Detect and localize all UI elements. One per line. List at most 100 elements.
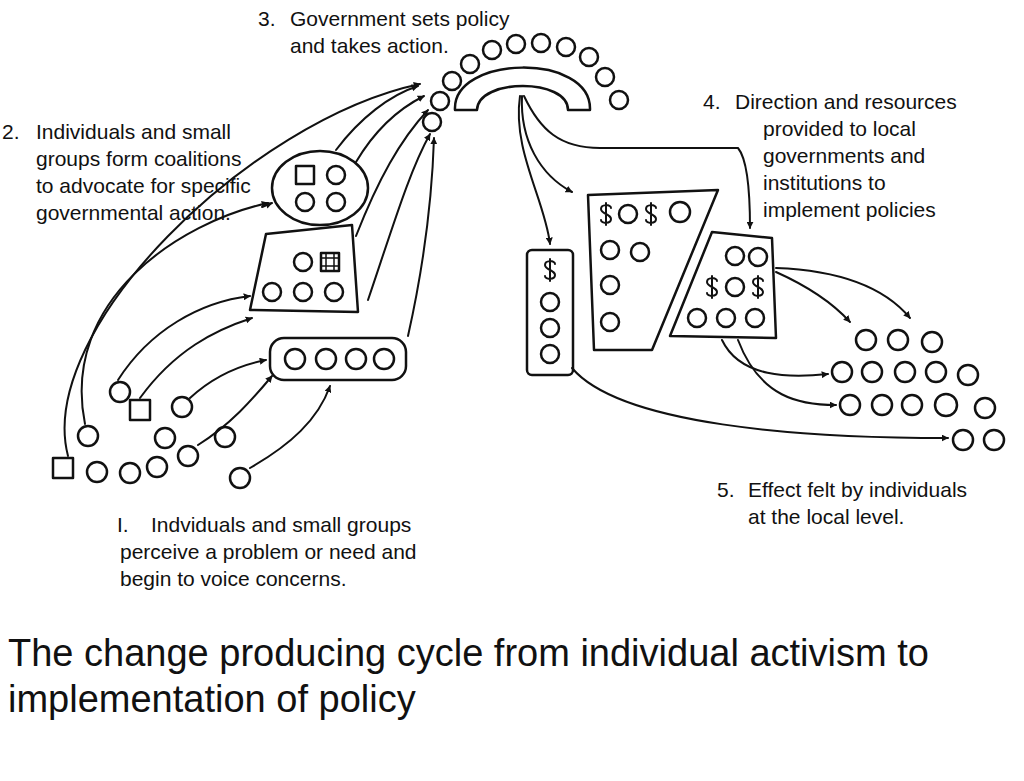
coalition-box: [270, 338, 406, 380]
flow-arrow: [519, 96, 550, 244]
flow-arrow: [524, 96, 750, 228]
person-circle: [541, 319, 559, 337]
person-circle: [296, 193, 314, 211]
coalitions: [250, 151, 406, 380]
flow-arrow: [118, 296, 250, 380]
group-square: [321, 253, 339, 271]
step-text: Individuals and small groups form coalit…: [36, 118, 258, 226]
flow-arrow: [722, 340, 828, 376]
person-circle: [832, 362, 852, 382]
label-slot: 5.: [717, 476, 735, 503]
person-circle: [557, 38, 575, 56]
label-slot: Individuals and small groups form coalit…: [36, 118, 258, 226]
person-circle: [958, 365, 978, 385]
label-slot: 3.: [258, 5, 276, 32]
person-circle: [631, 243, 649, 261]
person-circle: [935, 394, 957, 416]
person-circle: [263, 283, 281, 301]
person-circle: [483, 41, 501, 59]
flow-arrow: [776, 268, 910, 318]
group-square: [130, 400, 150, 420]
person-circle: [178, 446, 198, 466]
coalition-shape: [250, 225, 358, 312]
step-text: Government sets policy and takes action.: [290, 5, 530, 59]
person-circle: [888, 330, 908, 350]
person-circle: [327, 193, 345, 211]
step-number: 3.: [258, 5, 276, 32]
label-slot: Indviduals and small groups perceive a p…: [120, 511, 430, 592]
label-slot: Direction and resources provided to loca…: [763, 88, 975, 223]
label-slot: 4.: [703, 88, 721, 115]
person-circle: [294, 253, 312, 271]
institution-box: [527, 250, 573, 375]
flow-arrow: [250, 386, 330, 468]
flow-arrow: [572, 368, 948, 438]
group-square: [53, 458, 73, 478]
person-circle: [532, 34, 550, 52]
government: [423, 34, 628, 131]
step-number: 4.: [703, 88, 721, 115]
local-individuals: [832, 330, 1004, 450]
flow-arrow: [356, 110, 428, 236]
label-slot: I.: [117, 511, 129, 538]
person-circle: [147, 457, 167, 477]
person-circle: [619, 205, 637, 223]
person-circle: [541, 345, 559, 363]
caption: The change producing cycle from individu…: [8, 630, 1014, 722]
person-circle: [726, 278, 744, 296]
person-circle: [541, 293, 559, 311]
person-circle: [423, 113, 441, 131]
person-circle: [717, 309, 735, 327]
person-circle: [327, 166, 345, 184]
person-circle: [87, 462, 107, 482]
person-circle: [596, 68, 614, 86]
flow-arrow: [262, 203, 272, 207]
flow-arrow: [198, 376, 272, 445]
label-slot: Government sets policy and takes action.: [290, 5, 530, 59]
person-circle: [294, 283, 312, 301]
step-number: I.: [117, 511, 129, 538]
person-circle: [431, 92, 449, 110]
person-circle: [975, 398, 995, 418]
person-circle: [872, 395, 892, 415]
person-circle: [922, 332, 942, 352]
flow-arrow: [140, 318, 252, 398]
flow-arrow: [190, 360, 266, 398]
person-circle: [230, 468, 250, 488]
label-slot: 2.: [2, 118, 20, 145]
person-circle: [749, 248, 767, 266]
flow-arrow: [336, 86, 418, 150]
person-circle: [507, 35, 525, 53]
person-circle: [374, 349, 394, 369]
person-circle: [726, 247, 744, 265]
square-mark: [321, 253, 339, 271]
person-circle: [601, 241, 619, 259]
step-text: Effect felt by individuals at the local …: [748, 476, 980, 530]
person-circle: [461, 55, 479, 73]
step-number: 5.: [717, 476, 735, 503]
person-circle: [902, 395, 922, 415]
person-circle: [78, 426, 98, 446]
step-text: Indviduals and small groups perceive a p…: [120, 511, 430, 592]
person-circle: [840, 395, 860, 415]
person-circle: [580, 48, 598, 66]
person-circle: [926, 362, 946, 382]
person-circle: [443, 72, 461, 90]
person-circle: [601, 313, 619, 331]
institution-shape: [670, 232, 776, 338]
flow-arrow: [356, 96, 424, 162]
label-slot: Effect felt by individuals at the local …: [748, 476, 980, 530]
caption-slot: The change producing cycle from individu…: [8, 630, 1014, 722]
sketch: [53, 34, 1004, 488]
institutions: [527, 190, 776, 375]
person-circle: [895, 362, 915, 382]
person-circle: [155, 428, 175, 448]
person-circle: [953, 430, 973, 450]
coalition-oval: [272, 151, 368, 225]
flow-arrow: [738, 340, 836, 405]
person-circle: [856, 330, 876, 350]
institution-shape: [588, 190, 718, 350]
step-number: 2.: [2, 118, 20, 145]
person-circle: [285, 349, 305, 369]
